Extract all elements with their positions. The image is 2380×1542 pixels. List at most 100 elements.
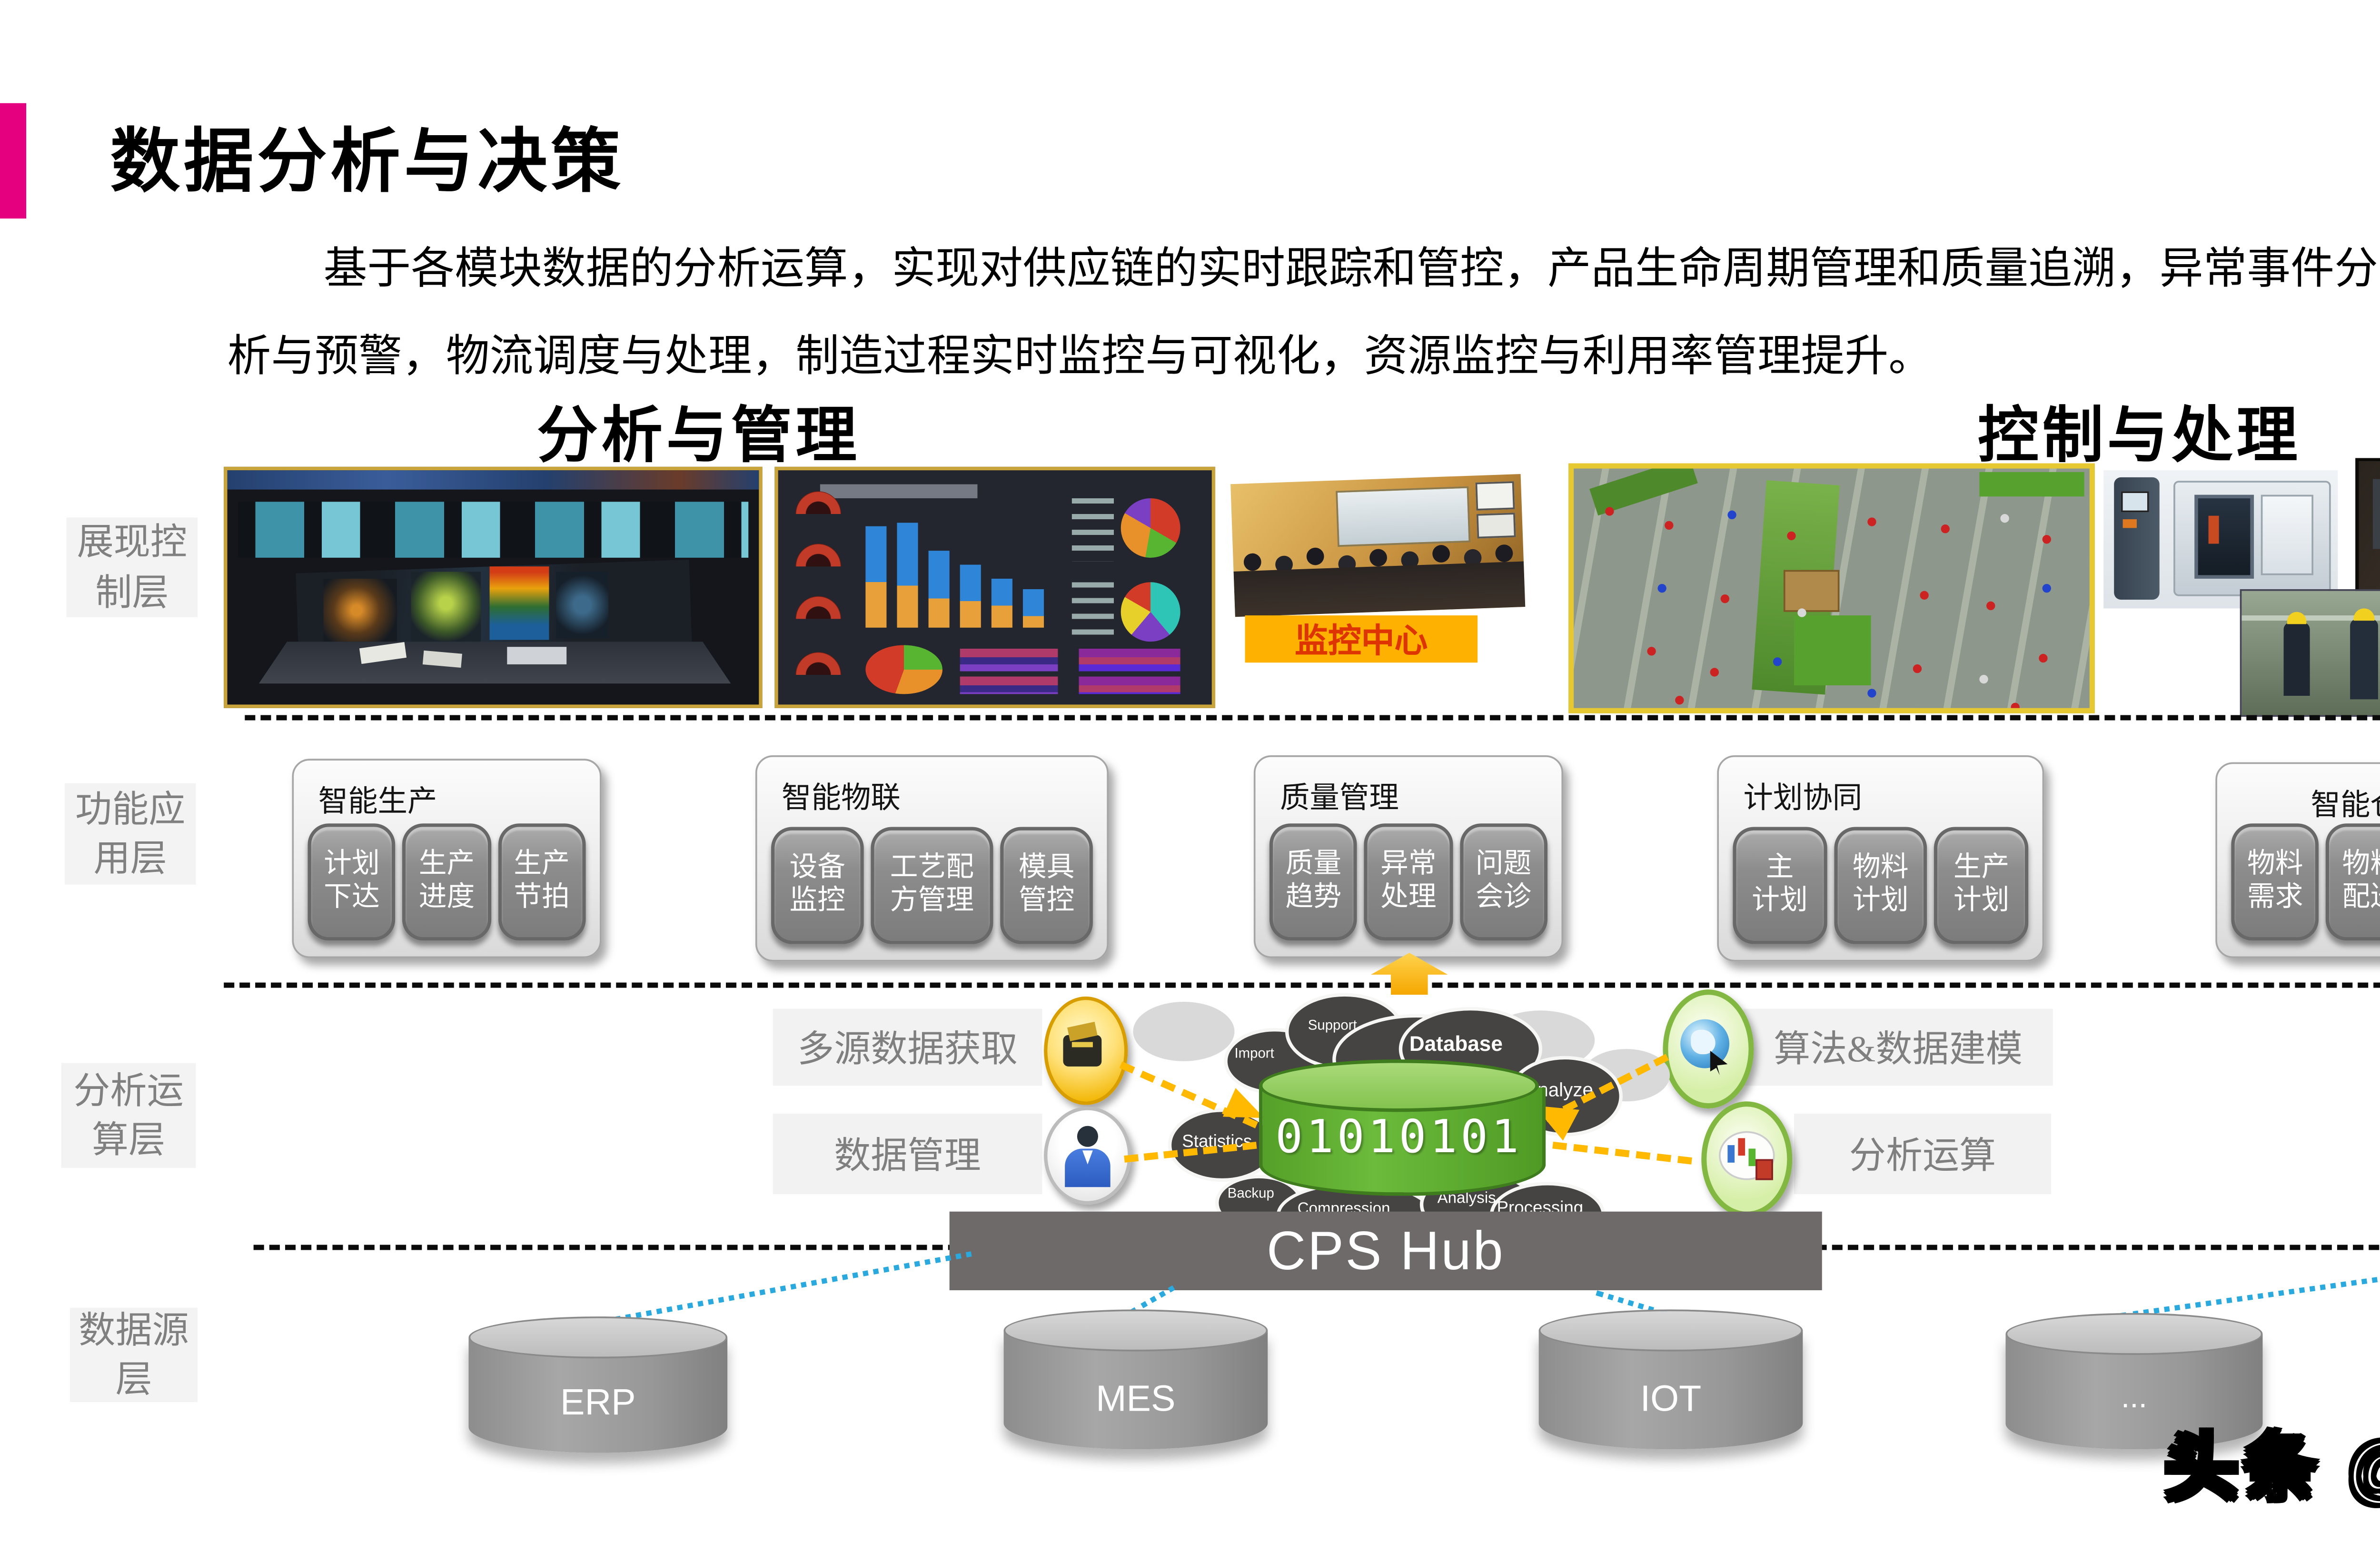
group-smart-warehouse: 智能仓储 物料 需求 物料 配送 缺料 处理 bbox=[2215, 762, 2380, 959]
monitor-screen bbox=[411, 572, 481, 642]
layer-label-datasource: 数据源层 bbox=[69, 1307, 198, 1403]
function-pill: 生产 进度 bbox=[403, 823, 491, 941]
function-pill: 工艺配 方管理 bbox=[871, 827, 993, 944]
meeting-people-row bbox=[1233, 561, 1526, 617]
bar bbox=[991, 578, 1012, 628]
meeting-people-heads bbox=[1243, 553, 1262, 572]
globe-algorithm-icon bbox=[1663, 989, 1754, 1108]
function-pill: 计划 下达 bbox=[307, 823, 396, 941]
cloud-tag: Statistics bbox=[1182, 1133, 1252, 1152]
cloud-tag: Backup bbox=[1227, 1185, 1274, 1201]
function-pill: 物料 需求 bbox=[2231, 823, 2320, 941]
layer-label-presentation: 展现控制层 bbox=[66, 517, 198, 617]
collect-coin bbox=[1071, 1042, 1093, 1048]
group-title: 智能物联 bbox=[782, 781, 901, 815]
cnc-machine-photo bbox=[2103, 470, 2338, 609]
cnc-machine-door bbox=[2261, 494, 2314, 575]
factory-workers-photo bbox=[2240, 589, 2380, 717]
mini-chart-bars bbox=[1727, 1145, 1735, 1163]
function-pill: 设备 监控 bbox=[771, 827, 864, 944]
worker-figure bbox=[2350, 619, 2378, 700]
group-items: 计划 下达 生产 进度 生产 节拍 bbox=[304, 823, 589, 941]
blue-dotted-connector bbox=[2121, 1247, 2380, 1318]
function-pill: 主 计划 bbox=[1733, 827, 1827, 944]
function-pill: 质量 趋势 bbox=[1269, 823, 1358, 941]
gauge-widget bbox=[795, 544, 841, 567]
data-manager-person-icon bbox=[1044, 1107, 1131, 1205]
map-green-patch bbox=[1794, 615, 1871, 686]
accent-bar bbox=[0, 103, 27, 219]
monitoring-center-photo bbox=[1230, 474, 1526, 617]
function-pill: 模具 管控 bbox=[1000, 827, 1093, 944]
cnc-panel-screen bbox=[2121, 491, 2149, 513]
collect-box bbox=[1063, 1035, 1102, 1067]
pie-chart-widget bbox=[1121, 498, 1180, 558]
data-core-top bbox=[1259, 1059, 1539, 1112]
legend-rows bbox=[1071, 498, 1114, 562]
db-label: ... bbox=[2121, 1379, 2148, 1414]
layer-divider-2 bbox=[224, 982, 2380, 988]
control-room-topbar bbox=[227, 470, 759, 490]
group-smart-production: 智能生产 计划 下达 生产 进度 生产 节拍 bbox=[292, 759, 602, 959]
control-desk bbox=[258, 642, 731, 684]
donut-widget bbox=[865, 645, 943, 694]
function-pill: 异常 处理 bbox=[1364, 823, 1453, 941]
factory-background-rack bbox=[2372, 479, 2380, 549]
data-collect-icon bbox=[1044, 996, 1128, 1105]
control-room-windows bbox=[238, 502, 749, 558]
function-pill: 物料 计划 bbox=[1834, 827, 1928, 944]
db-label: ERP bbox=[560, 1383, 636, 1423]
watermark: 头条 @大音智能 bbox=[2163, 1425, 2380, 1511]
page-title: 数据分析与决策 bbox=[110, 124, 625, 201]
layer-divider-1 bbox=[245, 715, 2380, 721]
dashboard-title-bar bbox=[820, 484, 978, 498]
db-top bbox=[2005, 1313, 2263, 1355]
yellow-dashed-connector bbox=[1552, 1141, 1692, 1165]
funnel-widget bbox=[1079, 648, 1180, 694]
monitor-screen bbox=[556, 572, 609, 638]
bar bbox=[928, 551, 950, 628]
db-top bbox=[1538, 1309, 1803, 1352]
group-title: 智能生产 bbox=[318, 785, 437, 819]
group-title: 智能仓储 bbox=[2311, 788, 2380, 822]
group-items: 设备 监控 工艺配 方管理 模具 管控 bbox=[768, 827, 1097, 944]
control-room-photo bbox=[224, 466, 763, 708]
intro-line-1: 基于各模块数据的分析运算，实现对供应链的实时跟踪和管控，产品生命周期管理和质量追… bbox=[323, 246, 2378, 294]
db-top bbox=[1003, 1309, 1268, 1352]
bar bbox=[865, 526, 887, 628]
bar-chart-widget bbox=[865, 523, 1058, 628]
group-items: 物料 需求 物料 配送 缺料 处理 bbox=[2228, 823, 2380, 941]
bi-dashboard-photo bbox=[774, 466, 1216, 708]
section-header-control: 控制与处理 bbox=[1977, 402, 2301, 471]
desk-keyboard bbox=[507, 647, 567, 664]
group-smart-iot: 智能物联 设备 监控 工艺配 方管理 模具 管控 bbox=[755, 755, 1109, 962]
cloud-tag: Support bbox=[1308, 1017, 1357, 1034]
analysis-chart-icon bbox=[1701, 1101, 1793, 1217]
blue-dotted-connector bbox=[606, 1251, 972, 1324]
group-items: 主 计划 物料 计划 生产 计划 bbox=[1729, 827, 2032, 944]
wall-poster bbox=[1476, 513, 1516, 539]
db-label: IOT bbox=[1640, 1379, 1702, 1420]
intro-line-2: 析与预警，物流调度与处理，制造过程实时监控与可视化，资源监控与利用率管理提升。 bbox=[227, 334, 1933, 381]
funnel-widget bbox=[960, 648, 1058, 694]
worker-helmet bbox=[2353, 608, 2375, 621]
label-algorithm-modeling: 算法&数据建模 bbox=[1743, 1008, 2053, 1086]
legend-rows bbox=[1071, 582, 1114, 645]
label-multisource-acquisition: 多源数据获取 bbox=[773, 1008, 1042, 1086]
function-pill: 生产 节拍 bbox=[497, 823, 586, 941]
cnc-panel-button bbox=[2122, 519, 2137, 528]
cloud-tag: Database bbox=[1409, 1031, 1503, 1056]
group-plan-collaboration: 计划协同 主 计划 物料 计划 生产 计划 bbox=[1717, 755, 2044, 962]
map-markers bbox=[1605, 507, 1614, 516]
map-green-edge bbox=[1589, 468, 1698, 516]
bar bbox=[1022, 589, 1044, 628]
globe-continent bbox=[1691, 1029, 1716, 1055]
db-cylinder-other: ... bbox=[2005, 1313, 2263, 1460]
cnc-machine-window bbox=[2194, 494, 2254, 579]
map-brown-building bbox=[1783, 570, 1840, 612]
bar bbox=[897, 523, 918, 628]
function-pill: 问题 会诊 bbox=[1459, 823, 1547, 941]
factory-layout-photo bbox=[1568, 463, 2095, 713]
function-pill: 生产 计划 bbox=[1934, 827, 2029, 944]
